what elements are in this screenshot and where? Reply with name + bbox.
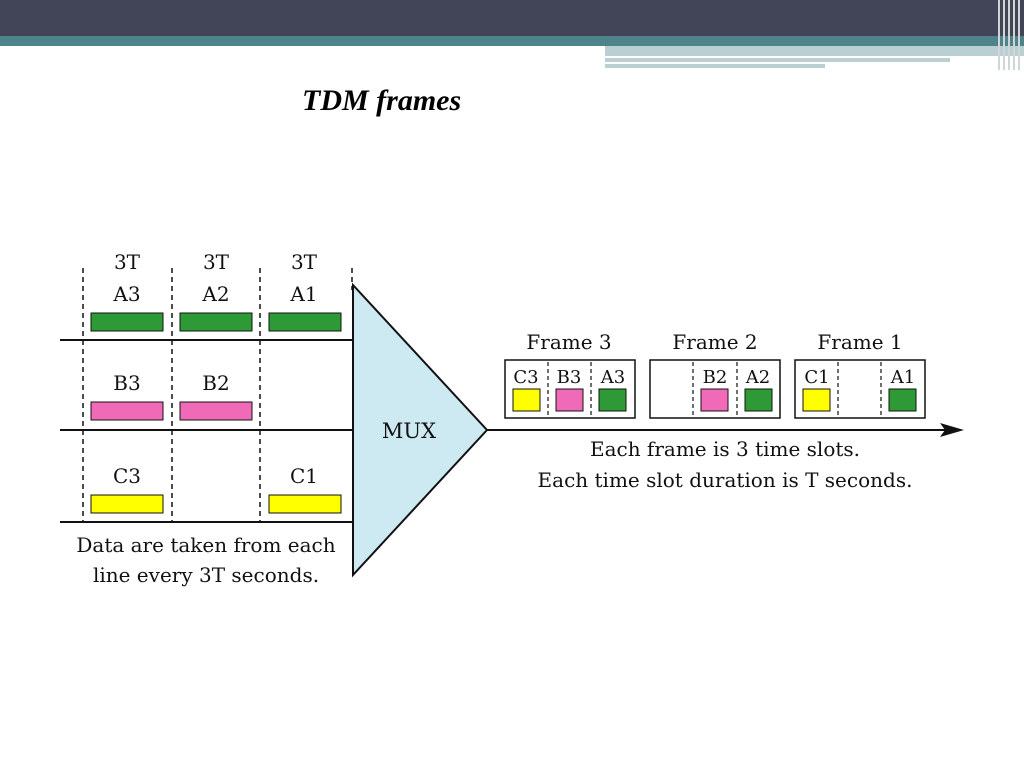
- slot-unit-a: [888, 388, 917, 412]
- unit-label: B3: [113, 371, 140, 395]
- unit-label: B2: [202, 371, 229, 395]
- slot-unit-c: [512, 388, 541, 412]
- accent-stripe: [605, 58, 950, 62]
- decorative-stripes: [994, 0, 1024, 70]
- accent-stripe: [605, 64, 825, 68]
- data-unit-a: [90, 312, 164, 332]
- input-note: Data are taken from each: [76, 533, 335, 557]
- slot-label: B2: [703, 367, 728, 388]
- unit-label: A2: [201, 282, 229, 306]
- header-bar: [0, 0, 1024, 36]
- accent-bar: [0, 36, 1024, 46]
- data-unit-a: [179, 312, 253, 332]
- mux-label: MUX: [382, 419, 436, 443]
- slot-label: A2: [745, 367, 770, 388]
- output-note: Each frame is 3 time slots.: [590, 437, 860, 461]
- mux-triangle: [352, 282, 489, 578]
- slot-label: A3: [600, 367, 625, 388]
- data-unit-b: [90, 401, 164, 421]
- slot-label: C3: [513, 367, 538, 388]
- slot-label: B3: [557, 367, 582, 388]
- period-label: 3T: [203, 250, 230, 274]
- frame-label: Frame 1: [817, 330, 902, 354]
- data-unit-a: [268, 312, 342, 332]
- frame-label: Frame 3: [526, 330, 611, 354]
- unit-label: A3: [112, 282, 140, 306]
- accent-stripe: [605, 46, 1024, 56]
- slide-title: TDM frames: [302, 84, 462, 117]
- unit-label: C1: [290, 464, 318, 488]
- data-unit-c: [90, 494, 164, 514]
- slot-unit-b: [700, 388, 729, 412]
- data-unit-b: [179, 401, 253, 421]
- unit-label: C3: [113, 464, 141, 488]
- slot-unit-a: [598, 388, 627, 412]
- slot-unit-a: [744, 388, 773, 412]
- period-label: 3T: [114, 250, 141, 274]
- slot-unit-b: [555, 388, 584, 412]
- arrow-head-icon: [940, 423, 964, 437]
- output-note: Each time slot duration is T seconds.: [538, 468, 913, 492]
- data-unit-c: [268, 494, 342, 514]
- unit-label: A1: [289, 282, 317, 306]
- slot-label: C1: [804, 367, 829, 388]
- slot-unit-c: [802, 388, 831, 412]
- frame-label: Frame 2: [672, 330, 757, 354]
- input-note: line every 3T seconds.: [93, 563, 319, 587]
- slot-label: A1: [890, 367, 915, 388]
- period-label: 3T: [291, 250, 318, 274]
